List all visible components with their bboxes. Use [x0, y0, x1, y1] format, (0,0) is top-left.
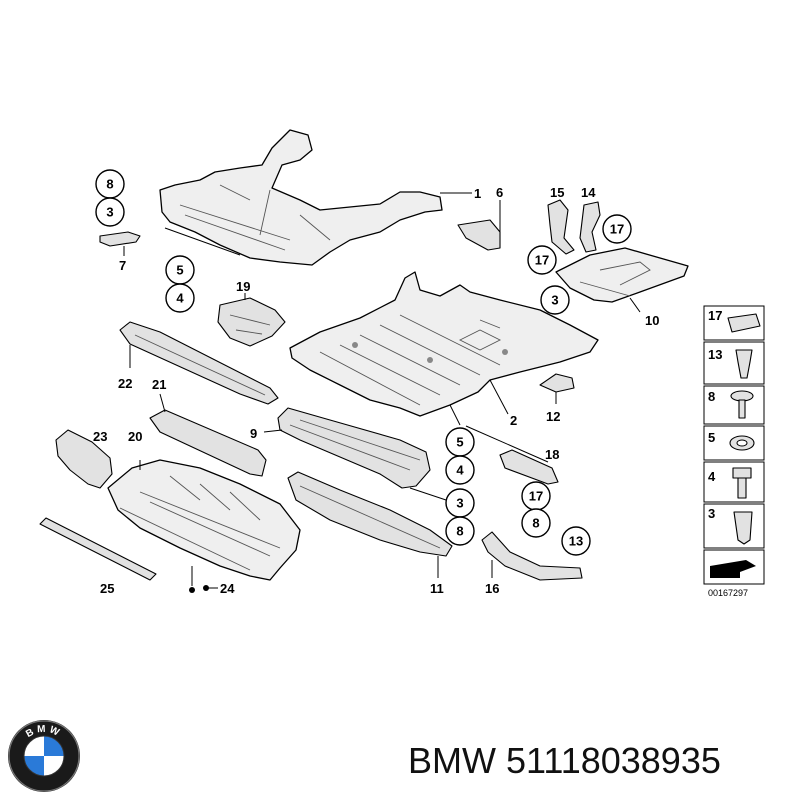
circle-label-8-mid: 8: [456, 524, 463, 539]
legend-label-17: 17: [708, 308, 722, 323]
label-1: 1: [474, 186, 481, 201]
part-number-caption: BMW 51118038935: [408, 740, 721, 781]
legend-label-8: 8: [708, 389, 715, 404]
part-11-shape: [287, 471, 453, 557]
part-20-shape: [107, 459, 301, 581]
label-23: 23: [93, 429, 107, 444]
part-19-shape: [217, 297, 286, 347]
label-15: 15: [550, 185, 564, 200]
clip-nut-icon: [733, 511, 753, 545]
circle-label-17-top: 17: [610, 222, 624, 237]
label-10: 10: [645, 313, 659, 328]
legend-label-13: 13: [708, 347, 722, 362]
label-12: 12: [546, 409, 560, 424]
label-18: 18: [545, 447, 559, 462]
part-2-shape: [289, 271, 599, 417]
circle-label-3-right: 3: [551, 293, 558, 308]
label-21: 21: [152, 377, 166, 392]
part-16-shape: [481, 531, 583, 581]
label-19: 19: [236, 279, 250, 294]
part-15-shape: [547, 199, 575, 255]
part-1-shape: [159, 129, 443, 266]
circle-label-4-mid: 4: [456, 463, 464, 478]
bolt-head-icon: [732, 467, 752, 479]
bmw-logo: BMW: [6, 718, 82, 794]
circle-label-4: 4: [176, 291, 184, 306]
part-21-shape: [149, 409, 267, 477]
part-12-shape: [539, 373, 575, 393]
label-6: 6: [496, 185, 503, 200]
label-22: 22: [118, 376, 132, 391]
fastener-legend: 17 13 8 5 4 3 00167297: [703, 305, 765, 598]
circle-label-5-mid: 5: [456, 435, 463, 450]
expanding-rivet-icon: [735, 349, 753, 379]
circle-label-8-bottom: 8: [532, 516, 539, 531]
circle-label-5: 5: [176, 263, 183, 278]
drawing-number: 00167297: [708, 588, 748, 598]
part-6-shape: [457, 219, 501, 251]
label-11: 11: [430, 581, 444, 596]
part-25-shape: [39, 517, 157, 581]
circle-label-3: 3: [106, 205, 113, 220]
spring-nut-icon: [727, 313, 761, 333]
legend-label-5: 5: [708, 430, 715, 445]
legend-label-3: 3: [708, 506, 715, 521]
part-7-shape: [99, 231, 141, 247]
circle-label-13: 13: [569, 534, 583, 549]
label-24: 24: [220, 581, 235, 596]
label-9: 9: [250, 426, 257, 441]
legend-label-4: 4: [708, 469, 716, 484]
part-9-shape: [277, 407, 431, 489]
label-25: 25: [100, 581, 114, 596]
svg-text:BMW: BMW: [24, 724, 63, 740]
label-2: 2: [510, 413, 517, 428]
label-7: 7: [119, 258, 126, 273]
part-22-shape: [119, 321, 279, 405]
circle-label-3-mid: 3: [456, 496, 463, 511]
part-23-shape: [55, 429, 113, 489]
screw-shank-icon: [738, 399, 746, 419]
circle-label-17-bottom: 17: [529, 489, 543, 504]
label-14: 14: [581, 185, 596, 200]
circle-label-17-left: 17: [535, 253, 549, 268]
part-14-shape: [579, 201, 601, 253]
label-16: 16: [485, 581, 499, 596]
part-24-shape: [189, 566, 218, 593]
part-18-shape: [499, 449, 559, 485]
arrow-wedge-icon: [710, 560, 756, 578]
label-20: 20: [128, 429, 142, 444]
part-10-shape: [555, 247, 689, 303]
bolt-shank-icon: [737, 477, 747, 499]
circle-label-8: 8: [106, 177, 113, 192]
